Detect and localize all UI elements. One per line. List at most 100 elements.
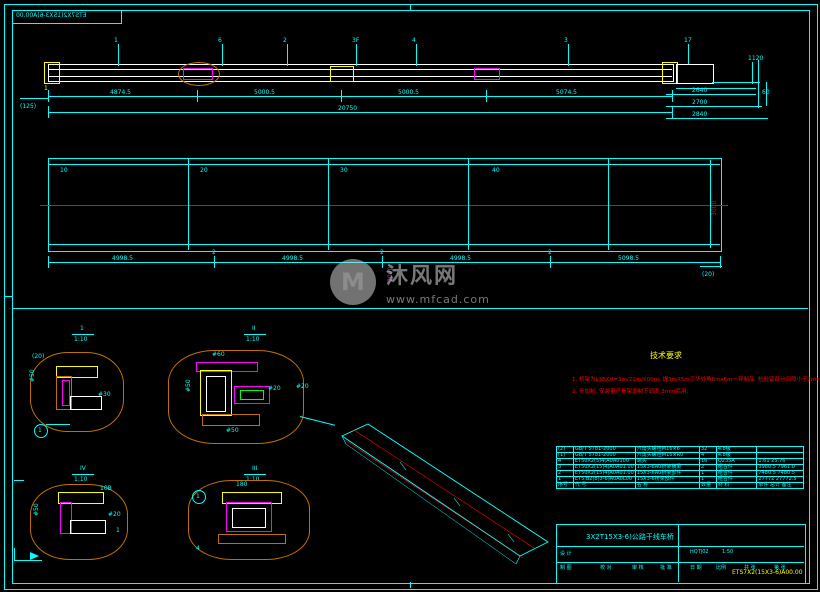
right-edge-v [758, 60, 759, 108]
watermark-url: www.mfcad.com [386, 293, 490, 306]
balloon-leader-7 [688, 44, 689, 64]
dim-text-overall: 20750 [338, 105, 358, 112]
title-block-footer-sheets: 共 张 [744, 565, 756, 571]
title-block-footer-reviewer: 审 核 [632, 565, 644, 571]
title-block-divider-v [678, 524, 679, 582]
right-dim-line-1 [666, 94, 756, 95]
balloon-label-6: 3 [564, 37, 568, 44]
right-dim-line-3 [666, 118, 768, 119]
detail-1-shape-c [62, 380, 70, 406]
top-view-beam-inner-line-1 [48, 69, 672, 70]
plan-dim-tick-2 [214, 256, 215, 268]
balloon-leader-2 [222, 44, 223, 66]
balloon-leader-1 [118, 44, 119, 66]
plan-grid-label-4: 40 [492, 167, 500, 174]
plan-dim-line [48, 262, 720, 263]
right-dim-text-4: 1120 [748, 55, 764, 62]
bottom-left-mark-v [14, 548, 15, 560]
dim-tick-b [197, 90, 198, 102]
plan-grid-label-2: 20 [200, 167, 208, 174]
detail-2-shape-f [202, 414, 260, 426]
balloon-leader-3 [287, 44, 288, 66]
top-view-right-support [662, 62, 678, 84]
corner-code-box [12, 10, 122, 24]
balloon-label-4: 3F [352, 37, 360, 44]
right-dim-text-1: 2640 [692, 87, 708, 94]
plan-dim-tick-5 [720, 256, 721, 268]
detail-3-underline [244, 474, 266, 475]
detail-1-id: 1 [80, 325, 84, 332]
dim-overall-tick-r [672, 106, 673, 118]
detail-3-bottom-label: 4 [196, 545, 200, 552]
left-edge-mark-h [14, 480, 24, 481]
bottom-left-arrow-icon [30, 552, 39, 560]
plan-divider-4 [608, 158, 609, 250]
detail-3-id: III [252, 465, 258, 472]
dim-tick-e [672, 90, 673, 102]
right-end-plate [676, 64, 714, 84]
tech-notes-heading: 技术要求 [650, 351, 682, 360]
detail-3-tag-180: 180 [236, 481, 248, 488]
plan-grid-label-1: 10 [60, 167, 68, 174]
frame-tick-top-1 [410, 4, 411, 10]
detail-2-underline [244, 334, 266, 335]
frame-tick-bottom-1 [410, 582, 411, 588]
col-weight: 单件 总计 备注 [756, 482, 804, 489]
plan-dim-text-1: 4998.5 [112, 255, 133, 262]
plan-divider-3 [468, 158, 469, 250]
title-block-frame [556, 524, 806, 584]
detail-3-shape-b [226, 502, 272, 532]
detail-1-scale: 1:10 [74, 336, 88, 343]
plan-dim-text-3: 4998.5 [450, 255, 471, 262]
dim-tick-c [341, 90, 342, 102]
plan-dim-text-2: 4998.5 [282, 255, 303, 262]
detail-2-shape-a [196, 362, 258, 372]
balloon-leader-5 [416, 44, 417, 66]
title-block-product-name: 3X2T15X3-6)公路干线车桥 [586, 533, 674, 541]
plan-right-dim-line [710, 160, 711, 248]
detail-2-tag-50: #50 [185, 379, 192, 392]
top-view-beam-outline [48, 64, 674, 82]
detail-4-shape-b [60, 502, 72, 534]
isometric-bridge-view [341, 423, 549, 565]
detail-2-tag-20: #20 [268, 385, 281, 392]
tech-notes-line-1: 1. 桥架为L3EXH=3m/21m/X00m, 焊3mX5m三华外角6mx6m… [572, 377, 820, 383]
detail-2-side-tag: #20 [296, 383, 309, 390]
detail-2-shape-d [234, 386, 270, 404]
plan-view-inner-top [48, 164, 720, 165]
right-edge-h [712, 82, 760, 83]
right-end-extension [676, 88, 756, 89]
top-view-joint-3 [474, 68, 500, 80]
balloon-label-5: 4 [412, 37, 416, 44]
drawing-outer-frame [4, 4, 818, 590]
detail-2-shape-e [240, 390, 264, 400]
dim-left-leader [20, 98, 48, 99]
right-vert-dim-1 [752, 62, 753, 84]
dim-line-top-segments [48, 96, 672, 97]
detail-2-shape-c [206, 376, 226, 412]
section-separator [12, 308, 808, 309]
corner-code-text: ETS7X2(15X3-6)A00.00 [16, 12, 87, 19]
bottom-left-mark-h [14, 560, 42, 561]
detail-2-scale: 1:10 [246, 336, 260, 343]
col-no: 序号 [556, 482, 574, 489]
title-block-footer-designer: 设 计 [560, 551, 572, 557]
top-view-beam-inner-line-2 [48, 76, 672, 77]
detail-4-scale: 1:10 [74, 476, 88, 483]
detail-4-tag-50: #50 [33, 503, 40, 516]
tech-notes-line-2: 2. 步加制, 安装量产骨架承制下调度,3mm后用; [572, 389, 689, 395]
plan-divider-1 [188, 158, 189, 250]
detail-1-underline [72, 334, 94, 335]
balloon-label-2: 6 [218, 37, 222, 44]
plan-grid-label-3: 30 [340, 167, 348, 174]
plan-dim-20-leader [700, 266, 722, 267]
detail-4-underline [72, 474, 94, 475]
col-mat: 材 料 [715, 482, 758, 489]
watermark-logo-letter: M [341, 268, 365, 296]
title-block-footer-date: 日 期 [690, 565, 702, 571]
detail-3-scale: 1:10 [246, 476, 260, 483]
watermark-text-block: 沐风网 www.mfcad.com [386, 258, 490, 306]
title-block-footer-checker: 校 对 [600, 565, 612, 571]
dim-overall-tick-l [48, 106, 49, 118]
